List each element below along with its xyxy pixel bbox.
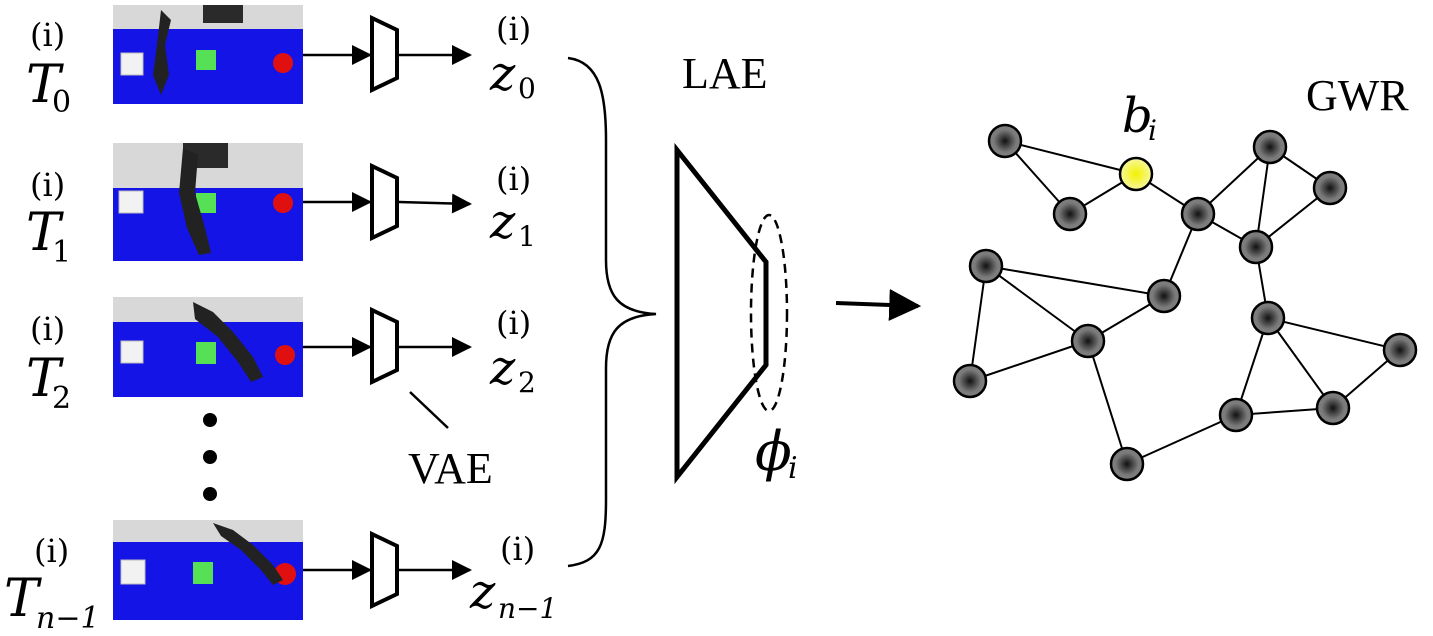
latent-n-1-subscript: n−1 — [498, 592, 557, 625]
lae-label: LAE — [682, 49, 768, 98]
vae-pointer-line — [409, 391, 449, 429]
gwr-node — [1252, 129, 1288, 165]
latent-2-subscript: 2 — [518, 366, 536, 399]
bmu-subscript: i — [1148, 114, 1157, 147]
frame-1-superscript: (i) — [30, 166, 65, 204]
gwr-node — [1180, 196, 1216, 232]
gwr-node — [968, 248, 1004, 284]
latent-0-symbol: z — [489, 46, 516, 102]
gwr-node — [1218, 397, 1254, 433]
frame-n-1-symbol: T — [4, 569, 42, 629]
curly-brace — [567, 56, 657, 568]
phi-subscript: i — [788, 451, 798, 486]
phi-symbol: ϕ — [755, 420, 792, 483]
gwr-node — [1238, 229, 1274, 265]
vae-encoder-1 — [370, 162, 399, 242]
frame-1-subscript: 1 — [52, 235, 71, 270]
lae-encoder-shape — [674, 142, 769, 485]
latent-2-symbol: z — [489, 340, 516, 396]
frame-0-superscript: (i) — [30, 16, 65, 54]
gwr-node — [1382, 332, 1418, 368]
latent-n-1-superscript: (i) — [500, 530, 535, 568]
frame-n-1-superscript: (i) — [34, 532, 69, 570]
frame-2-subscript: 2 — [52, 381, 71, 416]
vae-encoder-n-1 — [370, 530, 399, 610]
gwr-label: GWR — [1306, 71, 1409, 120]
frame-0-symbol: T — [26, 55, 64, 115]
gwr-node — [1052, 196, 1088, 232]
gwr-node — [1312, 170, 1348, 206]
frame-2-superscript: (i) — [30, 310, 65, 348]
gwr-node — [1109, 446, 1145, 482]
scene-frame-0 — [113, 5, 303, 104]
gwr-node — [952, 363, 988, 399]
best-matching-unit-node — [1118, 156, 1154, 192]
scene-frame-2 — [113, 297, 303, 397]
frame-0-subscript: 0 — [52, 85, 71, 120]
scene-frame-1 — [113, 143, 303, 261]
arrow-encoder-1-to-z — [398, 193, 472, 214]
vae-encoder-2 — [370, 306, 399, 386]
vae-encoder-0 — [370, 14, 399, 94]
latent-bottleneck-ellipse — [749, 213, 789, 413]
gwr-node — [1146, 278, 1182, 314]
latent-0-subscript: 0 — [518, 72, 536, 105]
gwr-node — [1250, 300, 1286, 336]
frame-1-symbol: T — [26, 203, 64, 263]
latent-1-symbol: z — [489, 194, 516, 250]
latent-1-superscript: (i) — [496, 160, 531, 198]
ellipsis-dot — [203, 413, 217, 427]
ellipsis-dot — [203, 487, 217, 501]
arrow-lae-to-gwr — [835, 288, 922, 321]
gwr-node — [987, 123, 1023, 159]
bmu-symbol: b — [1122, 88, 1153, 144]
gwr-node — [1315, 390, 1351, 426]
latent-2-superscript: (i) — [496, 304, 531, 342]
vae-label: VAE — [408, 444, 493, 493]
latent-1-subscript: 1 — [518, 220, 536, 253]
frame-n-1-subscript: n−1 — [36, 601, 100, 636]
scene-frame-n-1 — [113, 520, 303, 620]
gwr-nodes — [952, 123, 1418, 482]
gwr-node — [1070, 323, 1106, 359]
latent-n-1-symbol: z — [469, 564, 496, 620]
ellipsis-dot — [203, 450, 217, 464]
frame-2-symbol: T — [26, 349, 64, 409]
latent-0-superscript: (i) — [496, 10, 531, 48]
